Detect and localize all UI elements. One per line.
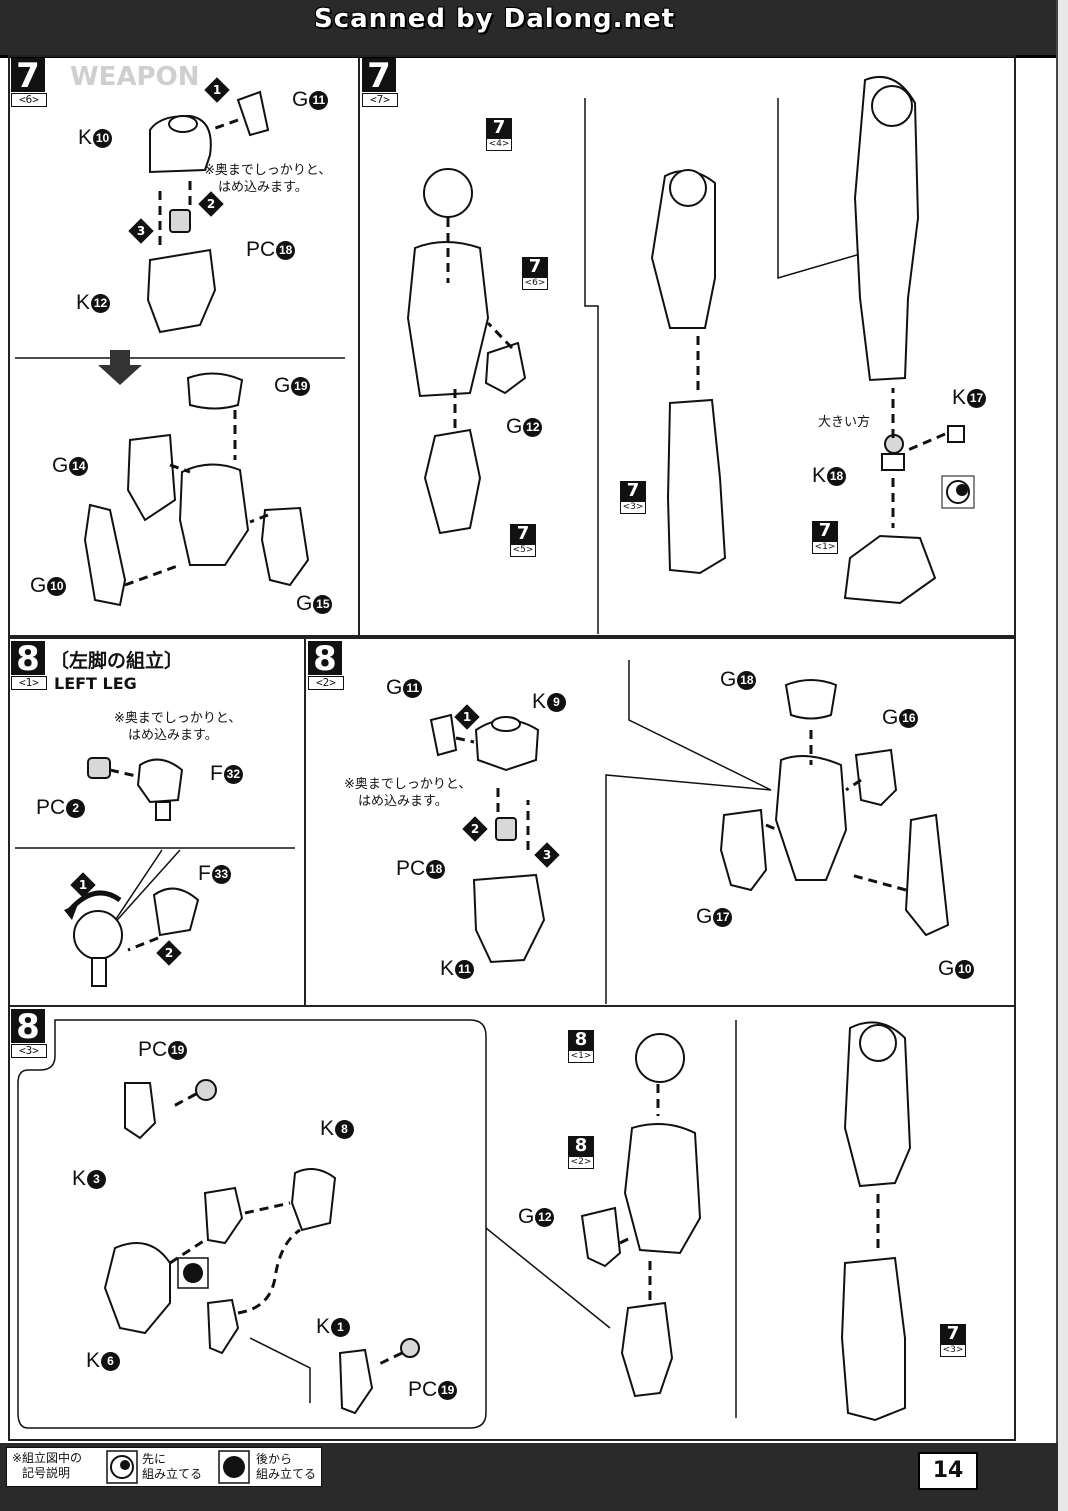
ref-7-5: 7<5>	[510, 524, 536, 557]
panel-7-7	[358, 55, 1016, 637]
order-marker-2: 2	[156, 940, 182, 966]
step-number: 8	[11, 1009, 45, 1045]
diagram-8-3	[17, 1019, 912, 1429]
first-assemble-icon	[106, 1450, 138, 1484]
panel-8-3	[8, 1005, 1016, 1441]
scan-credit: Scanned by Dalong.net	[314, 4, 676, 34]
step-sub: <2>	[308, 676, 344, 690]
diagram-7-6	[15, 90, 345, 607]
step-sub: <1>	[11, 676, 47, 690]
step-sub: <3>	[11, 1044, 47, 1058]
order-marker-3: 3	[128, 218, 154, 244]
legend-later: 後から 組み立てる	[256, 1452, 317, 1481]
order-marker-1: 1	[70, 872, 96, 898]
later-assemble-icon	[218, 1450, 250, 1484]
page-number: 14	[918, 1452, 978, 1490]
step-number: 8	[308, 641, 342, 677]
ghost-text: WEAPON	[70, 62, 200, 92]
ref-7-3: 7<3>	[620, 481, 646, 514]
ref-7-1: 7<1>	[812, 521, 838, 554]
step-sub: <7>	[362, 93, 398, 107]
page-edge	[1056, 0, 1068, 1511]
diagram-8-2	[429, 660, 950, 1004]
assembly-note: ※奥までしっかりと、 はめ込みます。	[114, 711, 242, 743]
assembly-note: ※奥までしっかりと、 はめ込みます。	[204, 163, 332, 195]
legend-title: ※組立図中の 記号説明	[12, 1451, 83, 1480]
ref-8-2: 8<2>	[568, 1136, 594, 1169]
big-side-note: 大きい方	[818, 415, 871, 430]
diagram-8-1	[15, 757, 295, 987]
diagram-7-7	[406, 75, 975, 634]
legend-box	[6, 1447, 322, 1487]
ref-7-6: 7<6>	[522, 257, 548, 290]
order-marker-3: 3	[534, 842, 560, 868]
step-number: 7	[362, 58, 396, 94]
step-title-en: LEFT LEG	[54, 674, 137, 693]
step-number: 8	[11, 641, 45, 677]
step-title-jp: 〔左脚の組立〕	[50, 650, 184, 672]
ref-7-4: 7<4>	[486, 118, 512, 151]
order-marker-1: 1	[454, 704, 480, 730]
ref-8-1: 8<1>	[568, 1030, 594, 1063]
order-marker-2: 2	[198, 191, 224, 217]
step-number: 7	[11, 58, 45, 94]
order-marker-1: 1	[204, 77, 230, 103]
assembly-note: ※奥までしっかりと、 はめ込みます。	[344, 777, 472, 809]
legend-first: 先に 組み立てる	[142, 1452, 203, 1481]
step-sub: <6>	[11, 93, 47, 107]
ref-7-3: 7<3>	[940, 1324, 966, 1357]
header-bar: Scanned by Dalong.net	[0, 0, 1062, 58]
order-marker-2: 2	[462, 816, 488, 842]
